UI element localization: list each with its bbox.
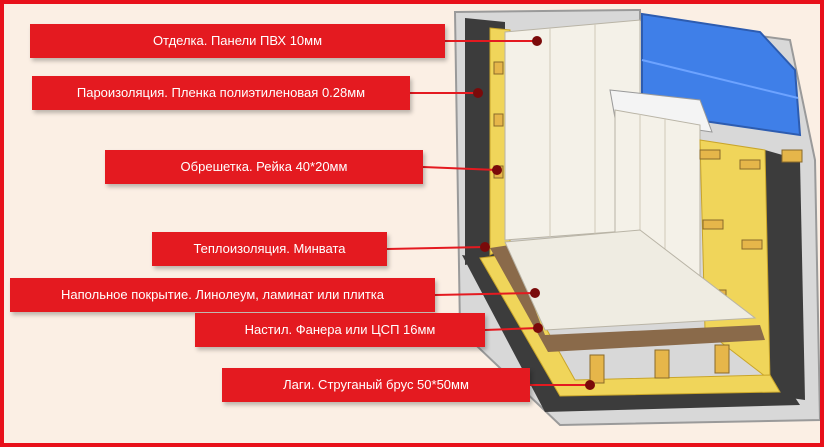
label-thermal-insulation: Теплоизоляция. Минвата: [152, 232, 387, 266]
concrete-wall-right: [765, 150, 805, 400]
leader-markers: [473, 36, 595, 390]
label-subfloor: Настил. Фанера или ЦСП 16мм: [195, 313, 485, 347]
label-pvc-panels: Отделка. Панели ПВХ 10мм: [30, 24, 445, 58]
leader-lines: [386, 40, 590, 386]
label-vapor-barrier: Пароизоляция. Пленка полиэтиленовая 0.28…: [32, 76, 410, 110]
floor-covering: [504, 229, 757, 331]
label-joists: Лаги. Струганый брус 50*50мм: [222, 368, 530, 402]
label-floor-covering: Напольное покрытие. Линолеум, ламинат ил…: [10, 278, 435, 312]
plywood-board: [490, 245, 765, 352]
window-sill: [609, 89, 713, 133]
label-battens: Обрешетка. Рейка 40*20мм: [105, 150, 423, 184]
